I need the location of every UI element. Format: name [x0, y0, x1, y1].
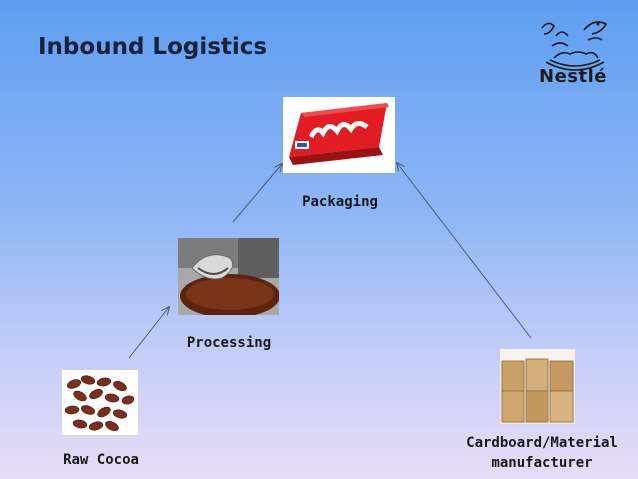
slide-title: Inbound Logistics [38, 34, 268, 60]
logo-wordmark: Nestlé [539, 66, 607, 87]
arrow-processing-to-packaging [232, 164, 282, 223]
nestle-logo [541, 21, 608, 71]
processing-label: Processing [186, 335, 272, 351]
cardboard-boxes-image [500, 349, 575, 424]
cocoa-beans-image [62, 370, 138, 435]
arrow-cardboard-to-packaging [397, 163, 532, 339]
raw-cocoa-label: Raw Cocoa [63, 452, 139, 468]
chocolate-bar-image [283, 97, 395, 173]
packaging-label: Packaging [302, 194, 378, 210]
cardboard-label-line2: manufacturer [491, 455, 593, 471]
cardboard-label: Cardboard/Material manufacturer [464, 433, 620, 473]
cardboard-label-line1: Cardboard/Material [466, 435, 618, 451]
arrow-rawcocoa-to-processing [128, 307, 169, 359]
chocolate-mixing-image [178, 238, 279, 315]
